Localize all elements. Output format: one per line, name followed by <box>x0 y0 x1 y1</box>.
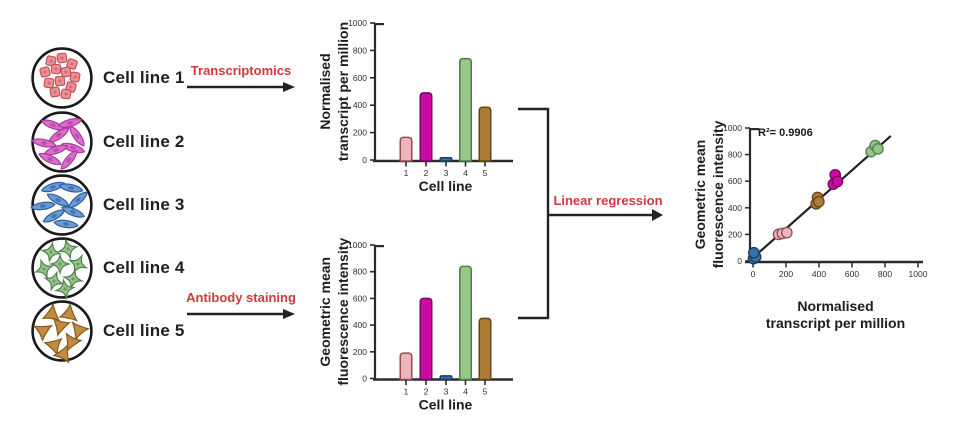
svg-text:1: 1 <box>404 387 409 397</box>
cell-line-row-2: Cell line 2 <box>30 110 185 174</box>
svg-text:200: 200 <box>728 229 742 239</box>
svg-text:5: 5 <box>483 168 488 178</box>
svg-text:Normalised: Normalised <box>317 53 333 129</box>
cell-line-5-label: Cell line 5 <box>103 321 185 340</box>
cell-line-3-icon <box>30 174 93 236</box>
svg-text:1000: 1000 <box>909 269 928 279</box>
cell-line-1-label: Cell line 1 <box>103 68 185 87</box>
regression-scatter-chart: 0 200 400 600 800 1000 0 200 400 600 800 1000 R²= 0.… <box>692 120 928 331</box>
svg-text:600: 600 <box>728 176 742 186</box>
svg-text:600: 600 <box>353 293 367 303</box>
cell-line-row-3: Cell line 3 <box>30 173 185 237</box>
svg-text:Cell line: Cell line <box>419 397 473 413</box>
svg-text:800: 800 <box>353 267 367 277</box>
cell-line-2-label: Cell line 2 <box>103 132 185 151</box>
svg-text:400: 400 <box>812 269 826 279</box>
svg-text:Normalised: Normalised <box>797 298 873 314</box>
svg-text:1000: 1000 <box>348 240 367 250</box>
antibody-staining-step: Antibody staining <box>185 290 297 320</box>
cell-line-4-icon <box>31 237 93 301</box>
cell-line-1-icon <box>31 47 93 109</box>
svg-text:Geometric mean: Geometric mean <box>317 257 333 367</box>
svg-text:5: 5 <box>483 387 488 397</box>
cell-line-4-label: Cell line 4 <box>103 258 185 277</box>
svg-text:4: 4 <box>463 387 468 397</box>
svg-text:600: 600 <box>353 73 367 83</box>
cell-line-2-icon <box>30 111 93 173</box>
svg-text:200: 200 <box>779 269 793 279</box>
linear-regression-label: Linear regression <box>553 193 663 208</box>
cell-line-row-1: Cell line 1 <box>30 46 185 110</box>
svg-text:fluorescence intensity: fluorescence intensity <box>335 238 351 386</box>
svg-text:0: 0 <box>362 374 367 384</box>
svg-text:2: 2 <box>424 387 429 397</box>
merge-bracket-arrow <box>518 107 663 320</box>
cell-line-row-5: Cell line 5 <box>30 299 185 363</box>
svg-text:R²= 0.9906: R²= 0.9906 <box>758 127 813 139</box>
svg-text:400: 400 <box>353 320 367 330</box>
svg-text:3: 3 <box>444 168 449 178</box>
transcriptomics-step: Transcriptomics <box>185 63 297 93</box>
svg-text:fluorescence intensity: fluorescence intensity <box>710 120 726 268</box>
svg-text:Geometric mean: Geometric mean <box>692 140 708 250</box>
svg-text:4: 4 <box>463 168 468 178</box>
svg-text:3: 3 <box>444 387 449 397</box>
svg-text:800: 800 <box>728 150 742 160</box>
svg-text:600: 600 <box>845 269 859 279</box>
transcriptomics-label: Transcriptomics <box>190 63 292 78</box>
svg-text:0: 0 <box>362 155 367 165</box>
svg-text:1000: 1000 <box>723 123 742 133</box>
svg-text:400: 400 <box>728 203 742 213</box>
cell-line-row-4: Cell line 4 <box>30 236 185 301</box>
svg-text:transcript per million: transcript per million <box>766 315 905 331</box>
transcriptomics-arrow <box>187 82 295 92</box>
svg-text:0: 0 <box>737 256 742 266</box>
svg-text:800: 800 <box>878 269 892 279</box>
svg-text:1000: 1000 <box>348 18 367 28</box>
svg-text:400: 400 <box>353 100 367 110</box>
cell-line-3-label: Cell line 3 <box>103 195 185 214</box>
svg-text:200: 200 <box>353 128 367 138</box>
svg-text:Cell line: Cell line <box>419 178 473 194</box>
cell-line-5-icon <box>31 300 93 363</box>
svg-text:200: 200 <box>353 347 367 357</box>
svg-text:800: 800 <box>353 45 367 55</box>
antibody-staining-label: Antibody staining <box>186 290 296 305</box>
antibody-staining-arrow <box>187 309 295 319</box>
svg-text:0: 0 <box>751 269 756 279</box>
svg-text:1: 1 <box>404 168 409 178</box>
svg-text:transcript per million: transcript per million <box>335 22 351 161</box>
svg-text:2: 2 <box>424 168 429 178</box>
